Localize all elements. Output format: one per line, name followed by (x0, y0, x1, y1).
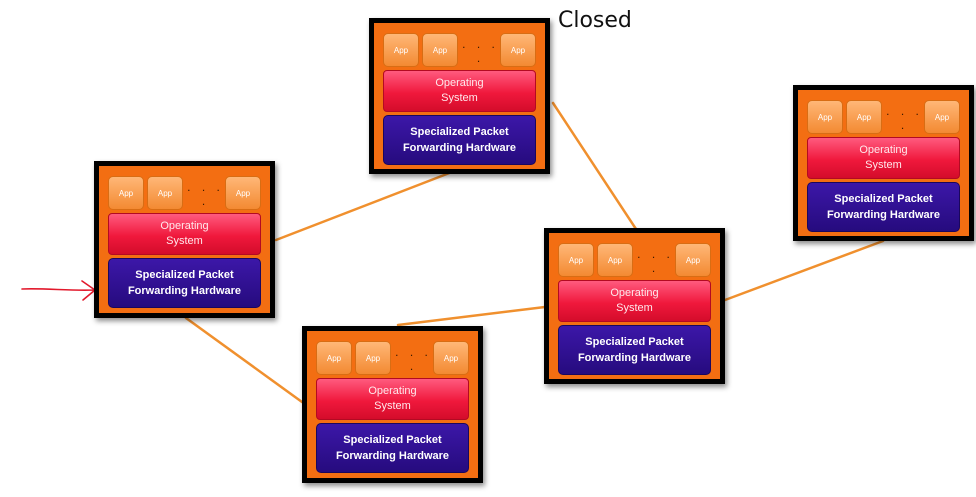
app-ellipsis: . . . . (462, 37, 499, 65)
link-left-bottom (184, 316, 304, 404)
hardware-layer: Specialized Packet Forwarding Hardware (316, 423, 469, 473)
operating-system-layer: Operating System (383, 70, 536, 112)
app-row: App App . . . . App (383, 32, 536, 68)
os-label-line2: System (166, 235, 203, 247)
app-tile: App (807, 100, 843, 134)
app-ellipsis: . . . . (886, 104, 923, 132)
app-tile: App (675, 243, 711, 277)
hardware-layer: Specialized Packet Forwarding Hardware (558, 325, 711, 375)
link-top-middle (551, 101, 638, 231)
app-tile: App (383, 33, 419, 67)
app-tile: App (422, 33, 458, 67)
os-label-line2: System (616, 302, 653, 314)
hardware-layer: Specialized Packet Forwarding Hardware (383, 115, 536, 165)
os-label-line1: Operating (610, 287, 659, 299)
app-row: App App . . . . App (807, 99, 960, 135)
os-label-line2: System (865, 159, 902, 171)
switch-top: App App . . . . App Operating System Spe… (369, 18, 550, 174)
link-left-top (274, 170, 454, 242)
hw-label-line2: Forwarding Hardware (402, 142, 517, 154)
hw-label-line1: Specialized Packet (585, 336, 684, 348)
hw-label-line1: Specialized Packet (834, 193, 933, 205)
os-label-line1: Operating (859, 144, 908, 156)
hardware-layer: Specialized Packet Forwarding Hardware (108, 258, 261, 308)
app-tile: App (924, 100, 960, 134)
os-label-line1: Operating (368, 385, 417, 397)
app-tile: App (225, 176, 261, 210)
app-tile: App (558, 243, 594, 277)
link-middle-right (723, 239, 885, 302)
operating-system-layer: Operating System (108, 213, 261, 255)
hw-label-line2: Forwarding Hardware (127, 285, 242, 297)
hw-label-line2: Forwarding Hardware (826, 209, 941, 221)
app-tile: App (597, 243, 633, 277)
operating-system-layer: Operating System (316, 378, 469, 420)
switch-left: App App . . . . App Operating System Spe… (94, 161, 275, 318)
os-label-line2: System (441, 92, 478, 104)
os-label-line1: Operating (160, 220, 209, 232)
operating-system-layer: Operating System (558, 280, 711, 322)
app-row: App App . . . . App (558, 242, 711, 278)
app-tile: App (108, 176, 144, 210)
annotation-arrow (21, 280, 97, 301)
os-label-line2: System (374, 400, 411, 412)
app-tile: App (500, 33, 536, 67)
hw-label-line2: Forwarding Hardware (577, 352, 692, 364)
app-tile: App (846, 100, 882, 134)
app-ellipsis: . . . . (395, 345, 432, 373)
app-tile: App (355, 341, 391, 375)
app-ellipsis: . . . . (637, 247, 674, 275)
hw-label-line1: Specialized Packet (135, 269, 234, 281)
switch-bottom: App App . . . . App Operating System Spe… (302, 326, 483, 483)
app-ellipsis: . . . . (187, 180, 224, 208)
app-tile: App (316, 341, 352, 375)
hardware-layer: Specialized Packet Forwarding Hardware (807, 182, 960, 232)
diagram-title: Closed (558, 8, 632, 33)
os-label-line1: Operating (435, 77, 484, 89)
link-bottom-middle (396, 305, 547, 327)
hw-label-line1: Specialized Packet (343, 434, 442, 446)
app-tile: App (147, 176, 183, 210)
app-row: App App . . . . App (108, 175, 261, 211)
hw-label-line2: Forwarding Hardware (335, 450, 450, 462)
switch-right: App App . . . . App Operating System Spe… (793, 85, 974, 241)
operating-system-layer: Operating System (807, 137, 960, 179)
app-tile: App (433, 341, 469, 375)
switch-middle: App App . . . . App Operating System Spe… (544, 228, 725, 384)
hw-label-line1: Specialized Packet (410, 126, 509, 138)
app-row: App App . . . . App (316, 340, 469, 376)
